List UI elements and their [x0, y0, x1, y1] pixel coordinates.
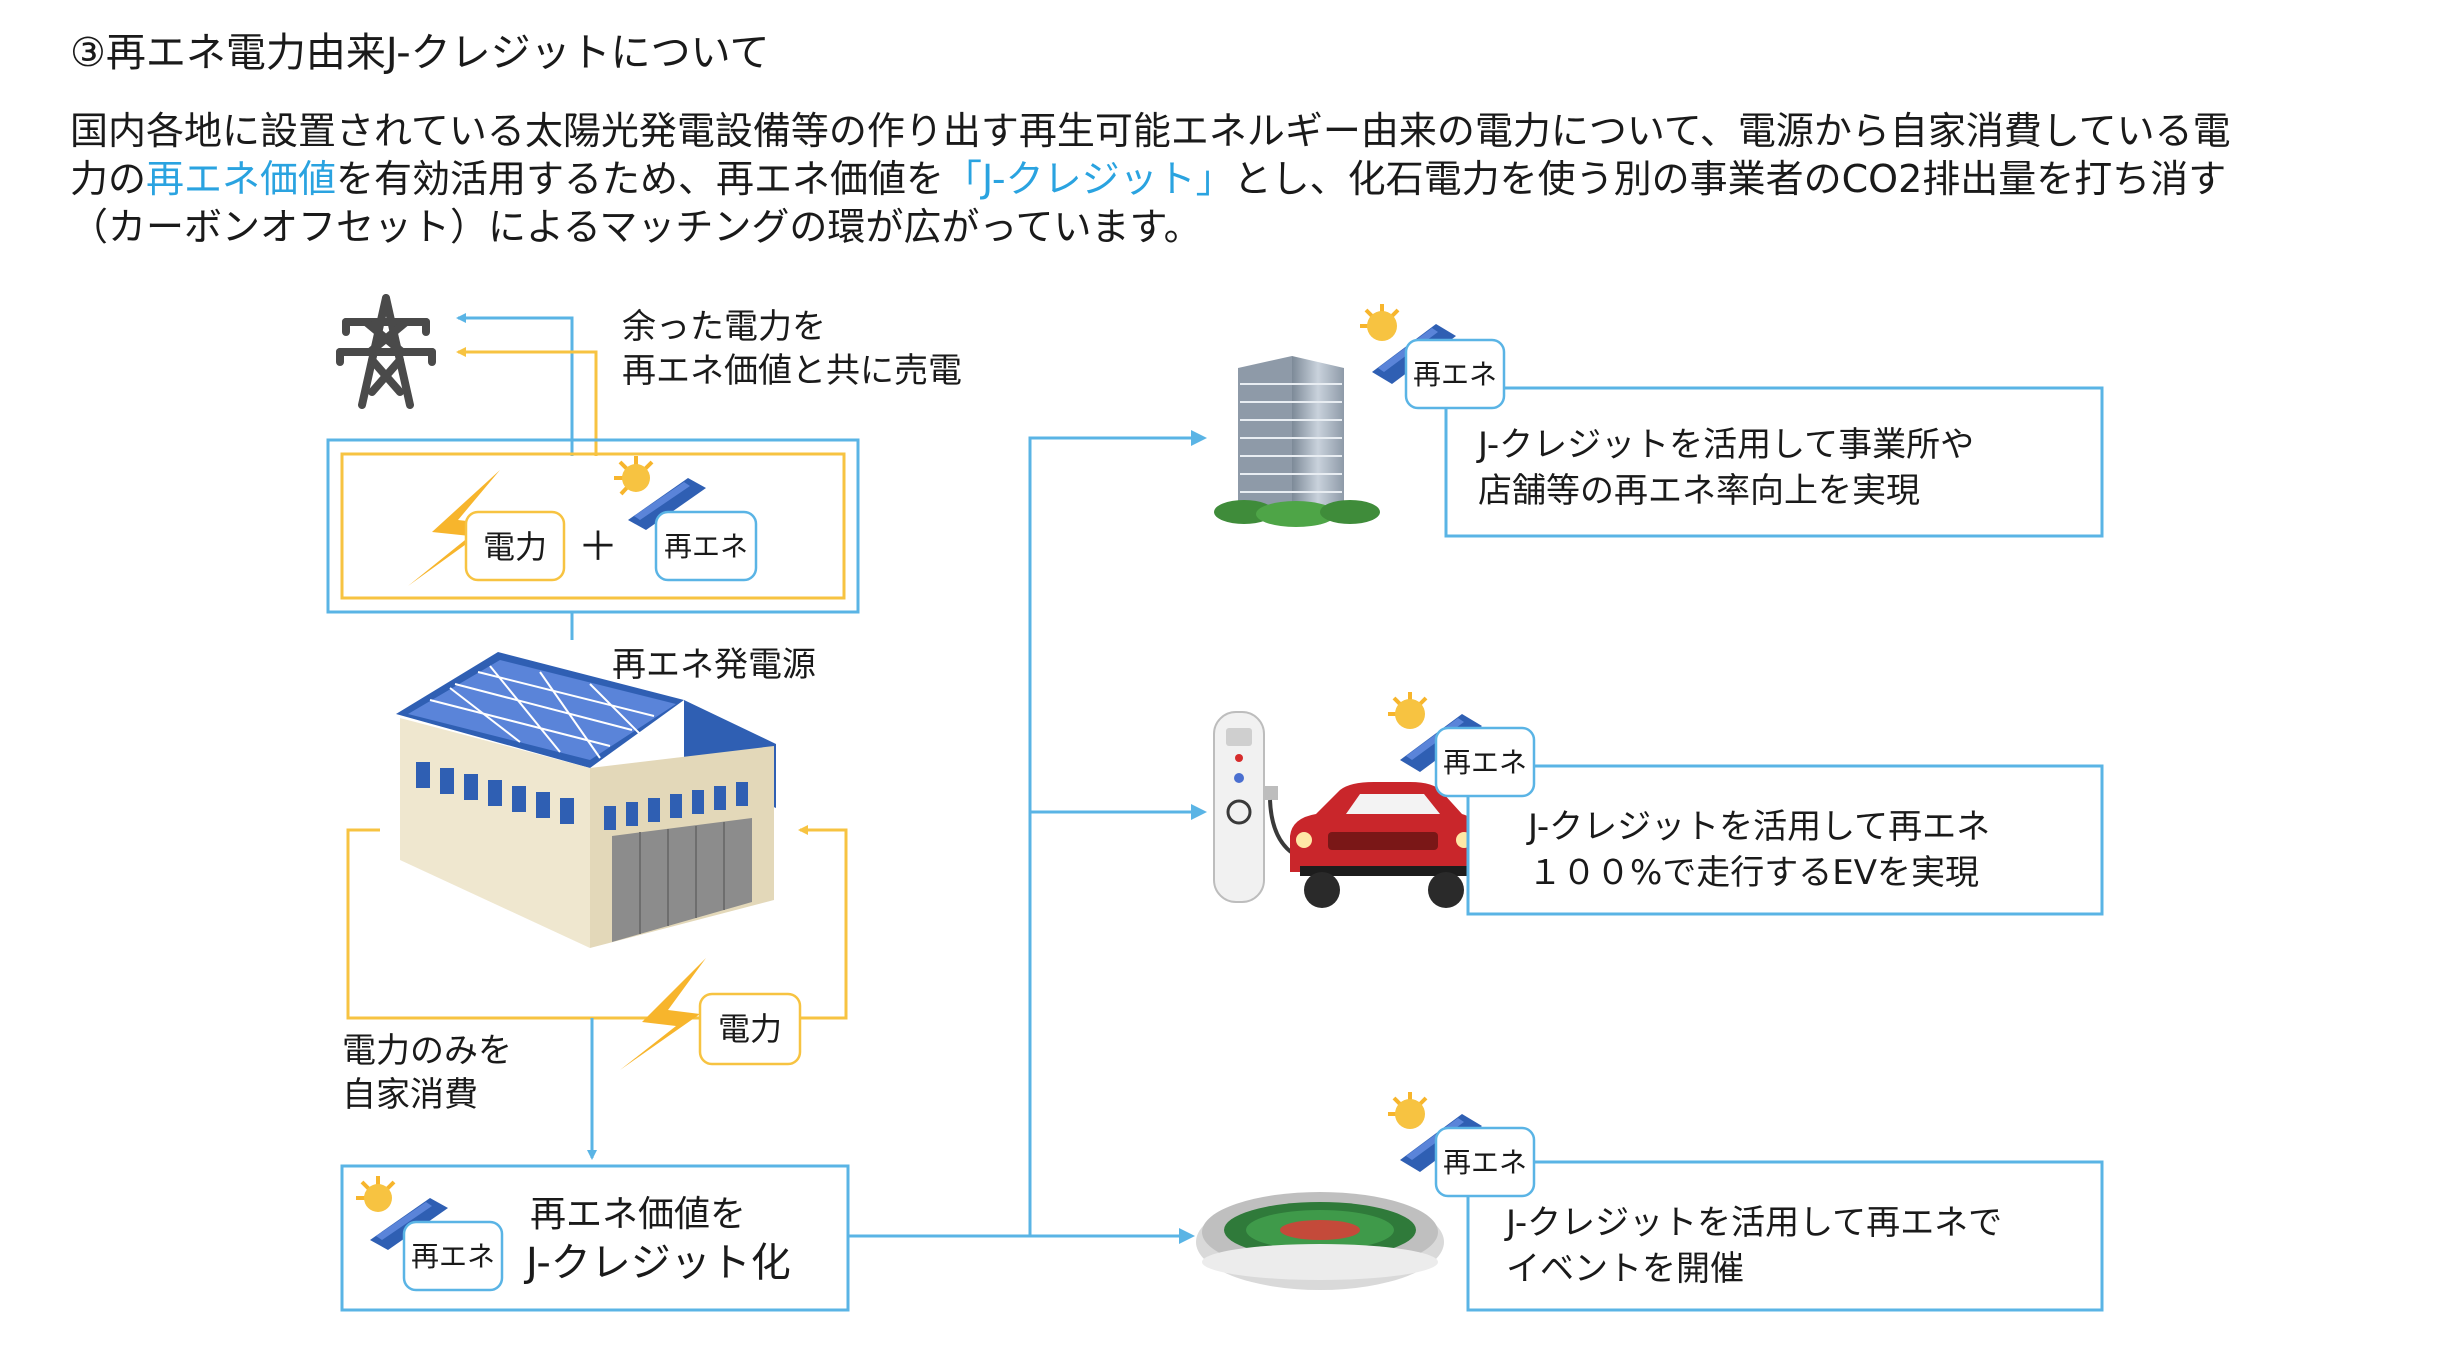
self-consumption-label-2: 自家消費 — [342, 1075, 478, 1115]
saiene-badge-r3 — [1434, 1126, 1536, 1198]
saiene-badge-r1-label: 再エネ — [1413, 358, 1497, 391]
use-case-1-line-1: J-クレジットを活用して事業所や — [1476, 425, 1974, 465]
use-case-box-3 — [1466, 1160, 2104, 1312]
power-value-inner-box — [340, 452, 846, 600]
intro-highlight-jcredit: 「J-クレジット」 — [944, 157, 1234, 201]
saiene-badge-r2-label: 再エネ — [1443, 746, 1527, 779]
use-case-3-line-1: J-クレジットを活用して再エネで — [1504, 1203, 2002, 1243]
self-consumption-loop — [346, 825, 848, 1020]
power-value-outer-box — [326, 438, 860, 614]
sun-icon-r2 — [1388, 692, 1428, 729]
denryoku-badge-label: 電力 — [483, 528, 547, 566]
intro-line-2-b: を有効活用するため、再エネ価値を — [336, 157, 944, 201]
plus-sign: ＋ — [578, 524, 618, 570]
arrow-to-grid-blue — [456, 313, 574, 456]
credit-label-1: 再エネ価値を — [530, 1194, 746, 1235]
credit-label-2: J-クレジット化 — [523, 1240, 791, 1286]
factory-icon — [396, 652, 776, 948]
lightning-icon-2 — [620, 958, 706, 1070]
arrow-to-grid-yellow — [456, 347, 598, 456]
saiene-badge-r2 — [1434, 726, 1536, 798]
saiene-badge-r3-label: 再エネ — [1443, 1146, 1527, 1179]
saiene-badge-credit — [402, 1220, 504, 1292]
surplus-label-1: 余った電力を — [622, 307, 826, 347]
sun-icon-r3 — [1388, 1092, 1428, 1129]
arrow-to-building — [848, 430, 1207, 1238]
car-icon — [1290, 782, 1478, 908]
intro-highlight-saiene-value: 再エネ価値 — [146, 157, 336, 201]
self-consumption-label-1: 電力のみを — [342, 1031, 512, 1071]
use-case-box-1 — [1444, 386, 2104, 538]
intro-line-1: 国内各地に設置されている太陽光発電設備等の作り出す再生可能エネルギー由来の電力に… — [70, 109, 2231, 153]
use-case-1-line-2: 店舗等の再エネ率向上を実現 — [1478, 471, 1920, 511]
sun-icon — [614, 456, 654, 496]
denryoku-badge — [464, 510, 566, 582]
use-case-box-2 — [1466, 764, 2104, 916]
saiene-badge-powerbox-label: 再エネ — [664, 530, 748, 563]
intro-line-2-a: 力の — [70, 157, 146, 201]
sun-icon-r1 — [1360, 304, 1400, 341]
intro-line-2: 力の再エネ価値を有効活用するため、再エネ価値を「J-クレジット」とし、化石電力を… — [70, 157, 2226, 201]
ev-charger-icon — [1213, 711, 1311, 903]
denryoku-badge-2 — [698, 992, 802, 1066]
saiene-badge-credit-label: 再エネ — [411, 1240, 495, 1273]
surplus-label-2: 再エネ価値と共に売電 — [622, 351, 962, 391]
use-case-3-line-2: イベントを開催 — [1506, 1249, 1744, 1289]
lightning-icon — [408, 470, 500, 586]
intro-line-2-c: とし、化石電力を使う別の事業者のCO2排出量を打ち消す — [1234, 157, 2227, 201]
power-tower-icon — [336, 294, 436, 409]
use-case-2-line-1: J-クレジットを活用して再エネ — [1526, 807, 1990, 847]
denryoku-badge-2-label: 電力 — [718, 1010, 782, 1048]
page-heading: ③再エネ電力由来J-クレジットについて — [70, 30, 769, 76]
intro-line-3: （カーボンオフセット）によるマッチングの環が広がっています。 — [70, 205, 1202, 249]
saiene-badge-powerbox — [654, 510, 758, 582]
building-icon — [1214, 356, 1380, 527]
source-label: 再エネ発電源 — [612, 645, 816, 685]
stadium-icon — [1196, 1192, 1444, 1290]
solar-panel-icon — [628, 478, 706, 530]
sun-icon-credit — [356, 1176, 396, 1212]
use-case-2-line-2: １００%で走行するEVを実現 — [1528, 853, 1979, 893]
saiene-badge-r1 — [1404, 338, 1506, 410]
